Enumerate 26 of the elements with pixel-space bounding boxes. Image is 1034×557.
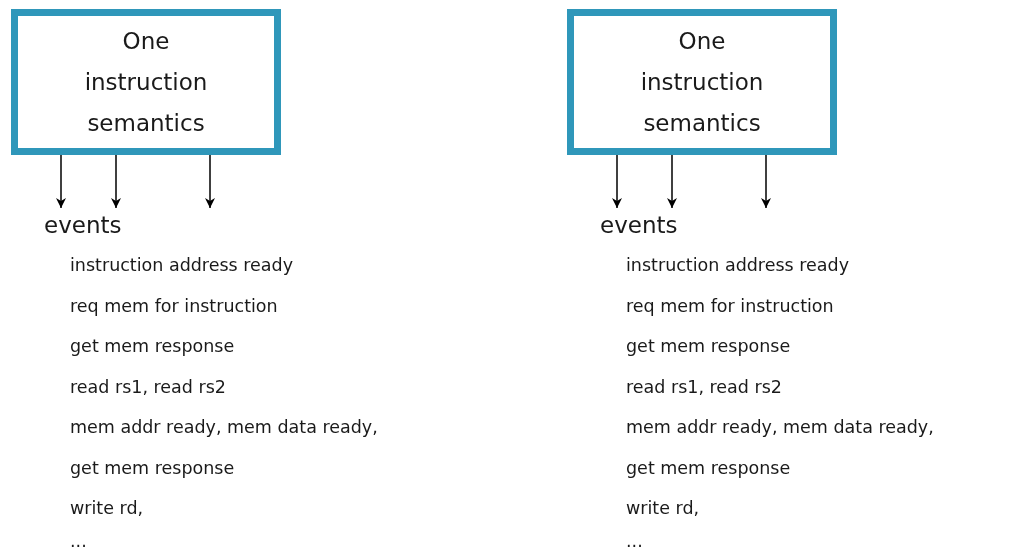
event-text: req mem for instruction (70, 294, 278, 317)
events-heading: events (44, 212, 140, 238)
arrow (56, 154, 66, 209)
event-text: mem addr ready, mem data ready, (70, 416, 378, 438)
arrow (612, 154, 622, 209)
event-text: write rd, (626, 497, 700, 519)
event-text: instruction address ready (626, 254, 849, 276)
arrow (111, 154, 121, 209)
event-text: get mem response (626, 456, 791, 479)
arrow (205, 154, 215, 209)
events-heading: events (600, 212, 696, 238)
event-text: get mem response (70, 335, 235, 357)
arrow (667, 154, 677, 209)
event-text: get mem response (626, 335, 791, 357)
event-text: req mem for instruction (626, 294, 834, 317)
event-text: read rs1, read rs2 (70, 375, 226, 398)
event-text: mem addr ready, mem data ready, (626, 416, 934, 438)
arrow (761, 154, 771, 209)
event-text: instruction address ready (70, 254, 293, 276)
process-box: One instruction semantics (11, 9, 281, 155)
process-box: One instruction semantics (567, 9, 837, 155)
event-text: read rs1, read rs2 (626, 375, 782, 398)
ellipsis-text: ... (70, 529, 87, 552)
event-text: write rd, (70, 497, 144, 519)
ellipsis-text: ... (626, 529, 643, 552)
event-text: get mem response (70, 456, 235, 479)
